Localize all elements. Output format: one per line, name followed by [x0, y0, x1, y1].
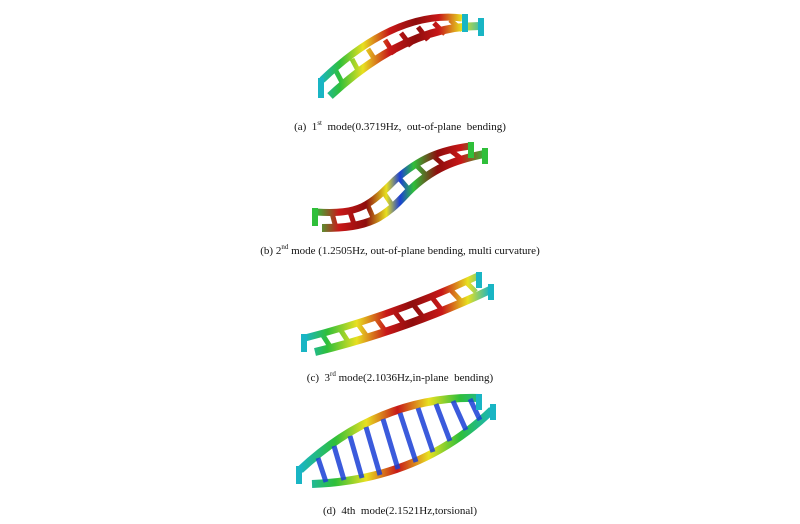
mode-d-girder-back — [297, 393, 481, 473]
mode-b-support-left — [312, 208, 318, 226]
mode-b-girder-front — [321, 150, 485, 232]
caption-mode-b-sup: nd — [281, 243, 289, 251]
caption-mode-a-prefix: (a) 1 — [294, 121, 318, 133]
caption-mode-b-prefix: (b) 2 — [260, 245, 282, 257]
mode-b-crossbeams — [329, 148, 465, 229]
mode-a-support-right-front — [478, 18, 484, 36]
mode-d-render — [296, 393, 496, 488]
mode-d-crossbeams — [315, 397, 483, 483]
mode-c-support-left — [301, 334, 307, 352]
caption-mode-a-suffix: mode(0.3719Hz, out-of-plane bending) — [321, 121, 506, 133]
mode-b-support-right — [468, 142, 474, 158]
mode-c-support-right — [476, 272, 482, 288]
mode-b-render — [312, 142, 488, 232]
caption-mode-b-suffix: mode (1.2505Hz, out-of-plane bending, mu… — [288, 245, 540, 257]
caption-mode-d-prefix: (d) 4th mode(2.1521Hz,torsional) — [323, 505, 477, 517]
caption-mode-c-prefix: (c) 3 — [306, 372, 331, 384]
caption-mode-c: (c) 3rd mode(2.1036Hz,in-plane bending) — [0, 370, 800, 385]
mode-a-girder-back — [319, 13, 463, 83]
caption-mode-b: (b) 2nd mode (1.2505Hz, out-of-plane ben… — [0, 243, 800, 258]
caption-mode-d: (d) 4th mode(2.1521Hz,torsional) — [0, 505, 800, 517]
mode-c-support-right-front — [488, 284, 494, 300]
mode-c-render — [301, 272, 494, 356]
mode-d-support-right — [476, 394, 482, 410]
mode-c-crossbeams — [319, 278, 478, 350]
mode-a-crossbeams — [333, 18, 464, 88]
mode-a-support-right — [462, 14, 468, 32]
caption-mode-a-sup: st — [317, 119, 322, 127]
mode-b-support-right-front — [482, 148, 488, 164]
mode-a-render — [318, 13, 484, 99]
mode-c-girder-back — [304, 272, 480, 342]
caption-mode-c-suffix: mode(2.1036Hz,in-plane bending) — [335, 372, 494, 384]
mode-d-support-left — [296, 466, 302, 484]
caption-mode-a: (a) 1st mode(0.3719Hz, out-of-plane bend… — [0, 119, 800, 134]
mode-b-girder-back — [315, 142, 471, 217]
mode-a-support-left — [318, 78, 324, 98]
caption-mode-c-sup: rd — [330, 370, 336, 378]
mode-d-support-right-front — [490, 404, 496, 420]
mode-d-girder-front — [311, 407, 495, 488]
